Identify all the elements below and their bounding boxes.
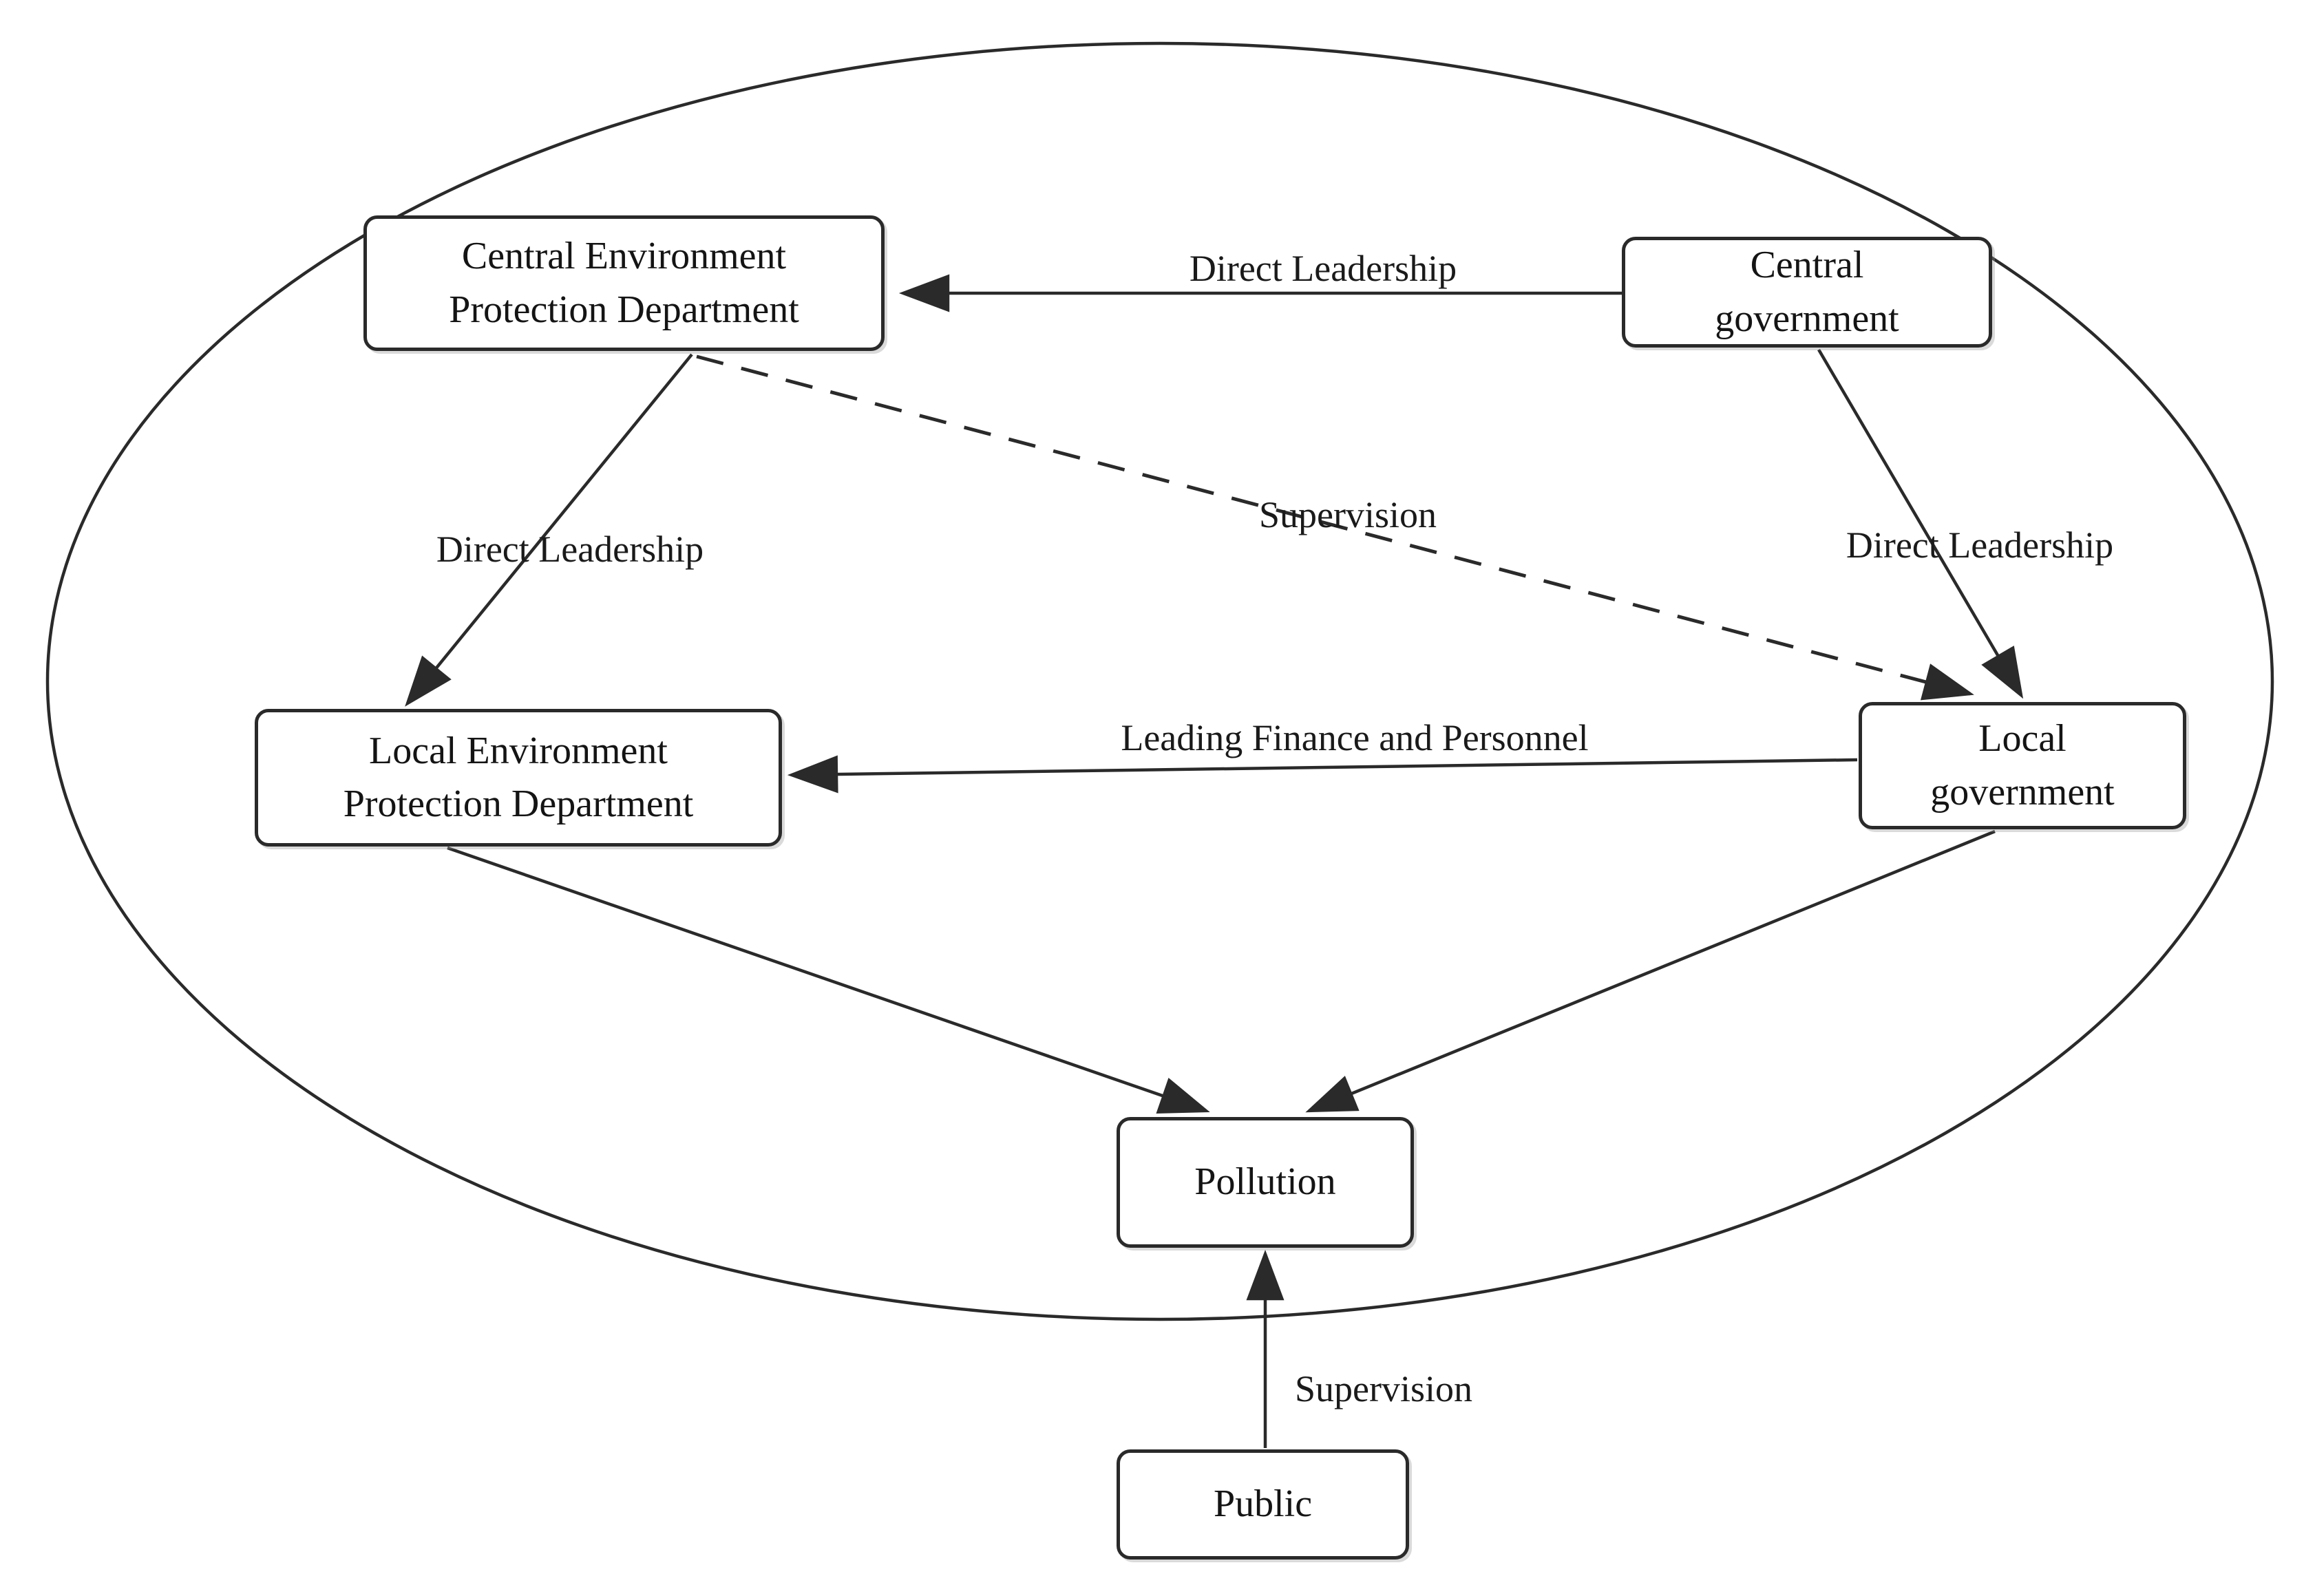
edge-centralepd-localgov-line-dashed [696, 354, 1974, 701]
edge-label-direct-leadership-top: Direct Leadership [1189, 248, 1457, 289]
edge-label-direct-leadership-right: Direct Leadership [1846, 524, 2114, 566]
edge-localgov-pollution-line [1305, 829, 1996, 1113]
system-boundary-ellipse [45, 41, 2274, 1321]
node-pollution: Pollution [1117, 1117, 1414, 1248]
edge-centralgov-localgov-line [1817, 348, 2024, 699]
edge-centralepd-localepd-line [405, 353, 693, 707]
node-local-environment-protection-department: Local Environment Protection Department [255, 709, 782, 847]
node-local-government: Local government [1859, 702, 2186, 829]
edge-label-supervision-middle: Supervision [1258, 494, 1437, 535]
edge-localgov-localepd-line [787, 755, 1858, 794]
node-public: Public [1117, 1449, 1409, 1560]
edge-localepd-pollution-line [447, 846, 1210, 1114]
edge-label-supervision-bottom: Supervision [1294, 1368, 1473, 1409]
edge-label-leading-finance-and-personnel: Leading Finance and Personnel [1121, 717, 1589, 758]
node-central-environment-protection-department: Central Environment Protection Departmen… [363, 215, 885, 351]
edge-label-direct-leadership-left: Direct Leadership [436, 529, 704, 570]
node-central-government: Central government [1622, 237, 1992, 348]
